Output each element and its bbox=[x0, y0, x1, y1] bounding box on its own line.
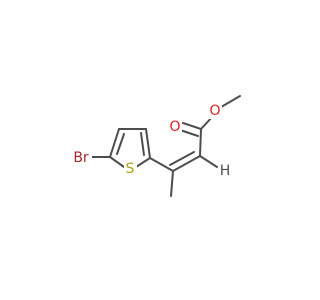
carbonyl-oxygen-label: O bbox=[169, 119, 180, 135]
carbonyl-oxygen-atom: O bbox=[169, 118, 182, 135]
bond-alkene-double-a bbox=[172, 155, 201, 172]
bond-alkene-double-b bbox=[169, 151, 195, 166]
bond-alkene-carbon-methyl bbox=[170, 170, 174, 197]
atom-label-layer: Br S O O H bbox=[70, 102, 231, 179]
sulfur-label: S bbox=[126, 161, 135, 177]
bond-thiophene-sulfur-c2 bbox=[135, 157, 151, 168]
bond-alkene-carbon-thiophene bbox=[149, 157, 174, 172]
bond-thiophene-c5-sulfur bbox=[109, 156, 125, 168]
bromine-label: Br bbox=[73, 150, 89, 166]
bond-thiophene-c4-c5-inner bbox=[116, 133, 125, 155]
ester-oxygen-atom: O bbox=[209, 102, 222, 119]
sulfur-atom: S bbox=[124, 160, 137, 177]
bond-thiophene-c4-c5 bbox=[109, 128, 120, 158]
bond-carbonyl-double-b bbox=[179, 129, 199, 137]
bond-layer bbox=[90, 95, 241, 197]
chemical-structure-diagram: Br S O O H bbox=[70, 95, 241, 197]
vinyl-hydrogen-atom: H bbox=[218, 162, 231, 179]
vinyl-hydrogen-label: H bbox=[220, 163, 231, 179]
bond-carbonyl-double-a bbox=[182, 122, 202, 130]
bromine-atom: Br bbox=[70, 148, 92, 166]
bond-thiophene-c2-c3-inner bbox=[140, 132, 145, 156]
bond-vinyl-ch-hydrogen bbox=[199, 155, 218, 168]
bond-thiophene-c2-c3 bbox=[145, 128, 151, 159]
bond-carbonyl-carbon-vinyl-ch bbox=[199, 128, 202, 157]
ester-oxygen-label: O bbox=[209, 103, 220, 119]
